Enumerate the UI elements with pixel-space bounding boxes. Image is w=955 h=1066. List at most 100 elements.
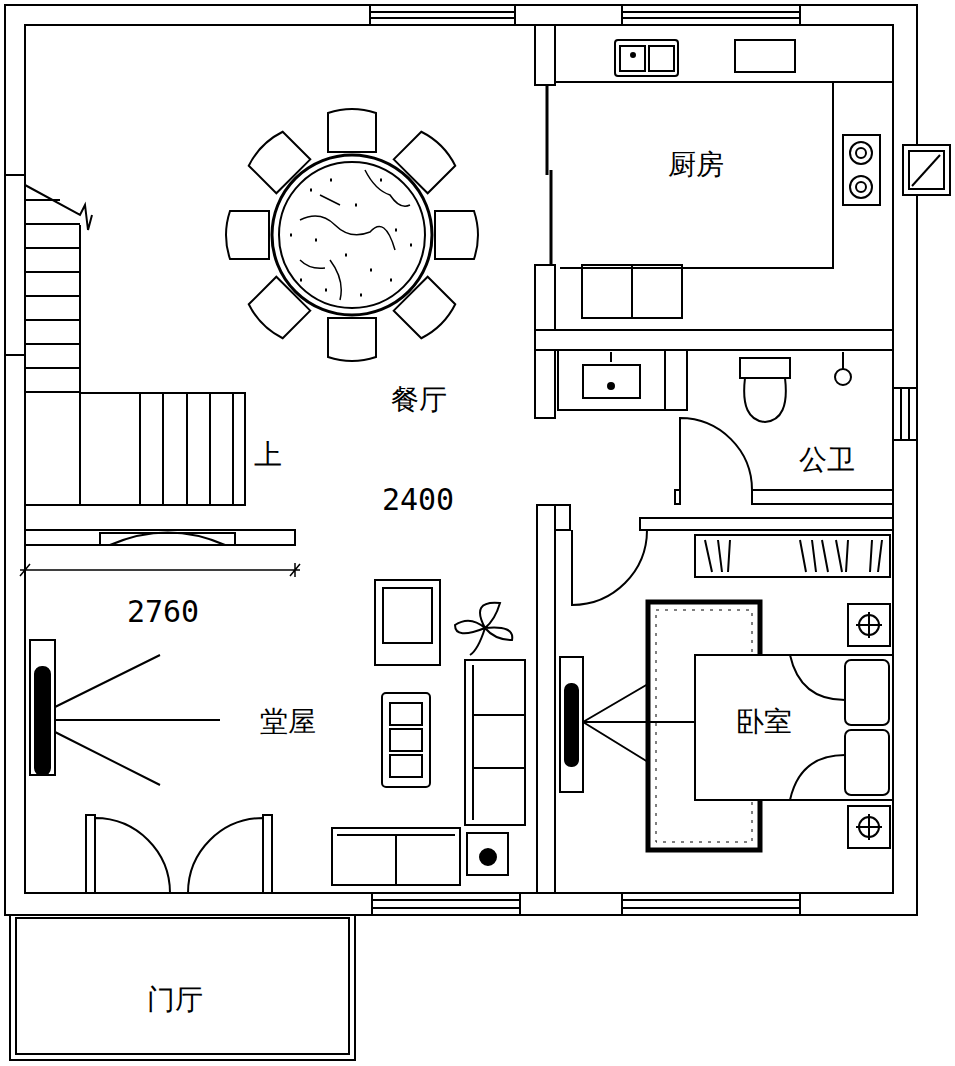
porch	[10, 912, 355, 1060]
washbasin	[558, 350, 665, 410]
toilet	[740, 358, 790, 378]
stair	[25, 185, 92, 230]
window	[372, 900, 520, 908]
interior-wall	[752, 490, 893, 504]
dining-table	[272, 155, 432, 315]
kitchen-counter	[856, 148, 866, 158]
sofa	[337, 835, 455, 885]
dining-table	[435, 211, 478, 259]
bed	[695, 604, 893, 848]
washbasin	[608, 383, 614, 389]
dining-table	[328, 318, 376, 361]
dining-table	[328, 318, 376, 361]
flue-box	[912, 155, 940, 186]
wardrobe	[705, 540, 882, 572]
kitchen-counter	[615, 40, 678, 76]
sofa	[382, 693, 430, 787]
partition	[100, 533, 235, 546]
window	[370, 5, 515, 25]
kitchen-counter	[555, 40, 893, 318]
kitchen-counter	[631, 53, 635, 57]
sofa	[390, 755, 422, 777]
bed	[845, 730, 889, 795]
window	[370, 5, 917, 915]
plant	[455, 603, 512, 655]
sofa	[473, 665, 525, 820]
door	[572, 530, 647, 605]
wardrobe	[695, 535, 890, 577]
kitchen-counter	[850, 142, 872, 164]
stair	[140, 393, 233, 505]
bed	[848, 604, 890, 646]
dining-table	[435, 211, 478, 259]
kitchen-counter	[735, 40, 795, 72]
dimension-line	[20, 563, 300, 577]
window	[622, 893, 800, 915]
wardrobe	[695, 535, 890, 577]
door	[263, 815, 272, 893]
interior-wall	[640, 518, 893, 530]
sliding-door	[547, 85, 551, 265]
interior-wall	[535, 25, 555, 85]
room-name: 餐厅	[388, 384, 450, 416]
tv	[30, 640, 695, 792]
room-name: 公卫	[796, 444, 858, 476]
bed	[695, 655, 893, 800]
dimension: 2760	[124, 595, 202, 630]
dining-table	[328, 109, 376, 152]
interior-wall	[25, 530, 295, 545]
interior-wall	[535, 350, 555, 418]
sofa	[465, 660, 525, 825]
tv	[55, 655, 220, 785]
window	[622, 12, 800, 18]
bed	[856, 612, 882, 638]
tv	[565, 684, 578, 766]
toilet	[835, 369, 851, 385]
dining-table	[300, 170, 410, 300]
toilet	[842, 352, 844, 369]
tv	[35, 667, 50, 775]
room-name: 堂屋	[257, 706, 319, 738]
outer-wall	[5, 5, 917, 915]
dining-table	[279, 162, 425, 308]
door	[95, 818, 170, 893]
interior-wall	[535, 330, 893, 350]
washbasin	[558, 350, 665, 410]
dining-table	[226, 109, 478, 361]
kitchen-counter	[649, 46, 674, 71]
washbasin	[583, 365, 640, 398]
stair	[25, 185, 245, 505]
window	[893, 388, 917, 440]
door	[86, 815, 95, 893]
dining-table	[226, 211, 269, 259]
dimension: 2400	[379, 483, 457, 518]
tv	[560, 657, 583, 792]
kitchen-counter	[582, 265, 682, 318]
stair-mark: 上	[251, 439, 285, 471]
door	[188, 818, 263, 893]
tv	[30, 640, 55, 775]
kitchen-counter	[620, 46, 645, 71]
bed	[790, 655, 845, 800]
window	[901, 388, 909, 440]
sofa	[332, 828, 460, 885]
flue-box	[903, 145, 950, 195]
flue-box	[903, 145, 950, 195]
sofa	[480, 849, 496, 865]
interior-wall	[535, 265, 555, 330]
dimension-line	[20, 563, 300, 577]
interior-wall	[675, 490, 680, 504]
sofa	[390, 729, 422, 751]
window	[622, 5, 800, 25]
interior-wall	[25, 25, 893, 893]
kitchen-counter	[555, 82, 893, 268]
interior-wall	[665, 350, 687, 410]
sofa	[375, 580, 440, 665]
door	[680, 418, 752, 490]
plant	[455, 603, 512, 655]
interior-wall	[555, 505, 570, 530]
window	[622, 900, 800, 908]
interior-wall	[537, 505, 555, 893]
door	[86, 418, 752, 893]
